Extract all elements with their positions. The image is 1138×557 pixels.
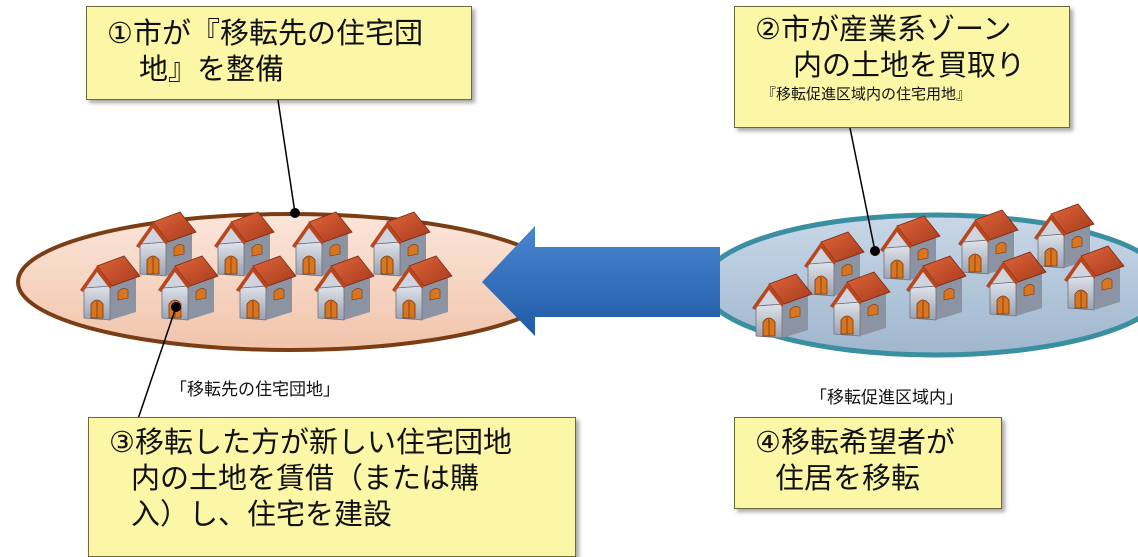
note-city-builds: ①市が『移転先の住宅団 地』を整備 xyxy=(86,6,472,100)
relocation-arrow xyxy=(482,226,720,336)
note-applicants-move-line2: 住居を移転 xyxy=(775,461,921,495)
note-city-builds-line2: 地』を整備 xyxy=(139,52,285,86)
note-applicants-move-line1: ④移転希望者が xyxy=(755,425,955,459)
callout-line-1 xyxy=(277,99,296,214)
note-movers-lease: ③移転した方が新しい住宅団地 内の土地を賃借（または購 入）し、住宅を建設 xyxy=(88,417,576,557)
promotion-area-label: 「移転促進区域内」 xyxy=(810,388,963,408)
note-city-buys-sub: 『移転促進区域内の住宅用地』 xyxy=(761,85,972,103)
callout-dot-3 xyxy=(171,302,181,312)
callout-dot-1 xyxy=(290,208,300,218)
note-applicants-move: ④移転希望者が 住居を移転 xyxy=(734,417,1002,509)
callout-dot-2 xyxy=(870,246,880,256)
note-city-buys: ②市が産業系ゾーン 内の土地を買取り 『移転促進区域内の住宅用地』 xyxy=(734,6,1070,128)
callout-line-3 xyxy=(137,306,177,420)
note-movers-lease-line2: 内の土地を賃借（または購 xyxy=(131,461,480,495)
callout-line-2 xyxy=(849,127,876,252)
note-city-buys-line2: 内の土地を買取り xyxy=(793,48,1026,82)
destination-area-label: 「移転先の住宅団地」 xyxy=(170,380,340,400)
note-movers-lease-line1: ③移転した方が新しい住宅団地 xyxy=(109,425,512,459)
note-movers-lease-line3: 入）し、住宅を建設 xyxy=(131,497,393,531)
note-city-builds-line1: ①市が『移転先の住宅団 xyxy=(107,16,423,50)
note-city-buys-line1: ②市が産業系ゾーン xyxy=(755,12,1012,46)
